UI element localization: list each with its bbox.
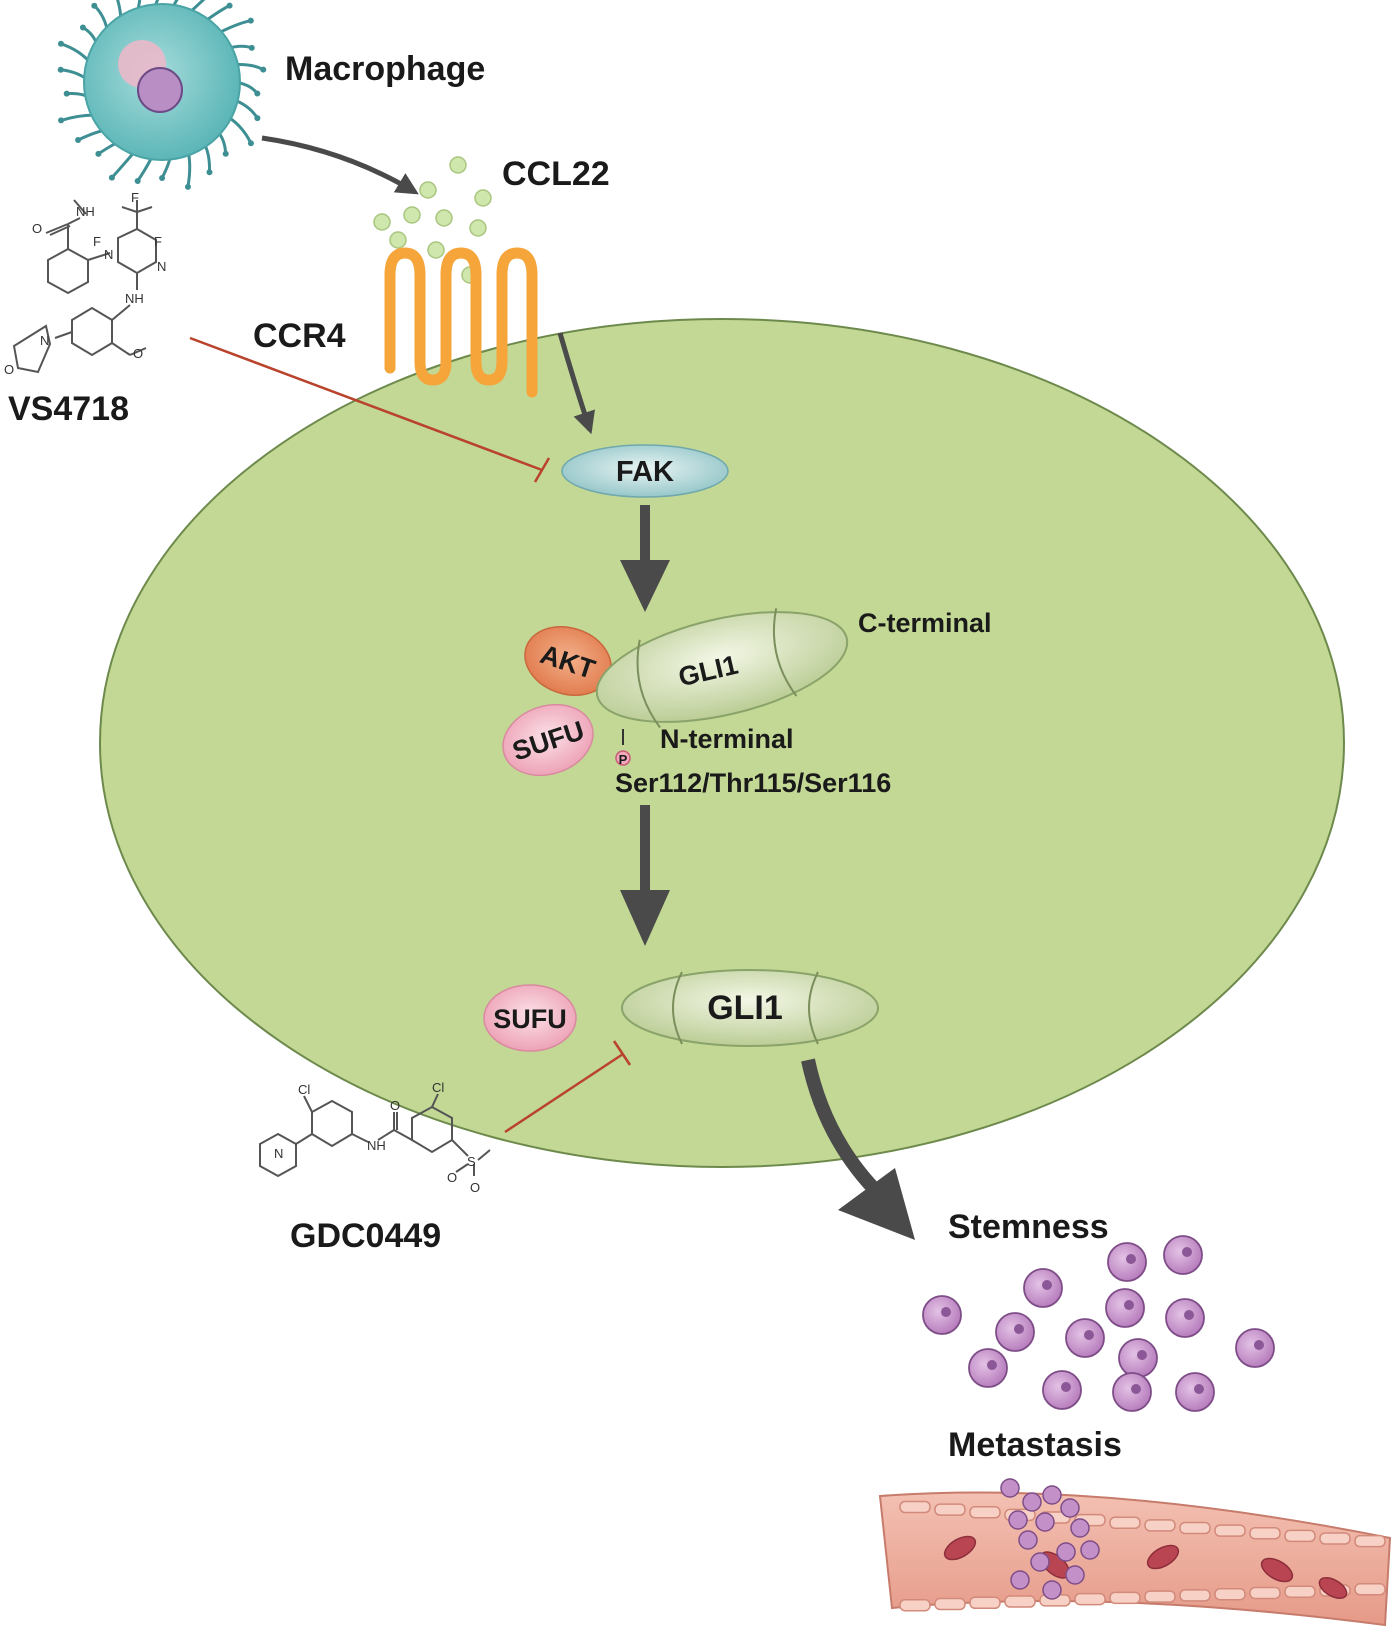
stemness-label: Stemness — [948, 1208, 1109, 1246]
vs4718-atom-n1: N — [104, 247, 113, 262]
stem-cell-icon — [1112, 1372, 1152, 1412]
sufu-free-protein-icon — [483, 984, 577, 1052]
stem-cell-icon — [922, 1295, 962, 1335]
phospho-label: P — [619, 752, 628, 767]
fak-to-gli1-arrow — [620, 505, 670, 612]
stem-cell-icon — [1105, 1288, 1145, 1328]
vs4718-label: VS4718 — [8, 390, 129, 428]
macrophage-cell-icon — [57, 0, 267, 190]
vs4718-atom-f2: F — [131, 190, 139, 205]
stem-cell-icon — [1107, 1242, 1147, 1282]
vs4718-atom-o1: O — [32, 221, 42, 236]
ccr4-label: CCR4 — [253, 317, 346, 355]
gdc0449-atom-nh: NH — [367, 1138, 386, 1153]
vs4718-structure-icon: O NH N F F F N NH N O O — [4, 190, 166, 377]
vs4718-inhibits-fak-line — [189, 336, 551, 483]
invading-tumor-cells — [1000, 1478, 1100, 1600]
gli1-active-protein-icon — [621, 969, 879, 1047]
macrophage-to-ccl22-arrow — [261, 135, 419, 195]
stem-cell-icon — [995, 1312, 1035, 1352]
macrophage-nucleus-icon — [137, 67, 183, 113]
stem-cell-icon — [1065, 1318, 1105, 1358]
n-terminal-label: N-terminal — [660, 724, 794, 754]
stem-cell-icon — [968, 1348, 1008, 1388]
macrophage-label: Macrophage — [285, 50, 485, 88]
gli1-to-stemness-arrow — [801, 1058, 915, 1240]
stem-cell-icon — [1023, 1268, 1063, 1308]
stem-cells-cluster — [922, 1235, 1275, 1412]
gli1-activation-arrow — [620, 805, 670, 946]
sufu-bound-protein-icon — [502, 703, 594, 777]
vs4718-atom-f1: F — [93, 234, 101, 249]
gdc0449-atom-cl1: Cl — [298, 1082, 310, 1097]
phosphorylation-sites-label: Ser112/Thr115/Ser116 — [615, 768, 891, 798]
stem-cell-icon — [1235, 1328, 1275, 1368]
vs4718-atom-nh2: NH — [125, 291, 144, 306]
fak-label: FAK — [616, 456, 674, 488]
stem-cell-icon — [1163, 1235, 1203, 1275]
gdc0449-atom-s: S — [467, 1154, 476, 1169]
vs4718-atom-o3: O — [133, 346, 143, 361]
ccl22-ligand-dots — [373, 156, 492, 284]
gdc0449-atom-cl2: Cl — [432, 1080, 444, 1095]
gdc0449-atom-o3: O — [470, 1180, 480, 1195]
stem-cell-icon — [1118, 1338, 1158, 1378]
gli1-phosphorylated-protein-icon — [595, 608, 849, 729]
cancer-cell — [99, 318, 1345, 1168]
metastasis-label: Metastasis — [948, 1426, 1122, 1464]
stem-cell-icon — [1165, 1298, 1205, 1338]
stem-cell-icon — [1175, 1372, 1215, 1412]
gli1-bottom-label: GLI1 — [707, 989, 783, 1027]
ccr4-to-fak-arrow — [557, 332, 595, 435]
ccl22-label: CCL22 — [502, 155, 610, 193]
vs4718-atom-o2: O — [4, 362, 14, 377]
vs4718-atom-nh1: NH — [76, 204, 95, 219]
gdc0449-atom-o1: O — [390, 1098, 400, 1113]
sufu-bottom-label: SUFU — [493, 1004, 567, 1034]
stem-cell-icon — [1042, 1370, 1082, 1410]
gdc0449-inhibits-gli1-line — [504, 1040, 632, 1134]
gdc0449-structure-icon: Cl N O NH Cl S O O — [259, 1080, 491, 1195]
gdc0449-label: GDC0449 — [290, 1217, 441, 1255]
ccr4-receptor-icon — [384, 247, 538, 398]
gdc0449-atom-n1: N — [274, 1146, 283, 1161]
gdc0449-atom-o2: O — [447, 1170, 457, 1185]
phospho-group-icon — [615, 750, 631, 766]
vs4718-atom-n2: N — [157, 259, 166, 274]
vs4718-atom-n3: N — [40, 333, 49, 348]
c-terminal-label: C-terminal — [858, 608, 992, 638]
fak-protein-icon — [561, 444, 729, 498]
vs4718-atom-f3: F — [154, 234, 162, 249]
blood-vessel-icon — [878, 1478, 1392, 1627]
phosphorylation-marker: P — [615, 729, 631, 767]
